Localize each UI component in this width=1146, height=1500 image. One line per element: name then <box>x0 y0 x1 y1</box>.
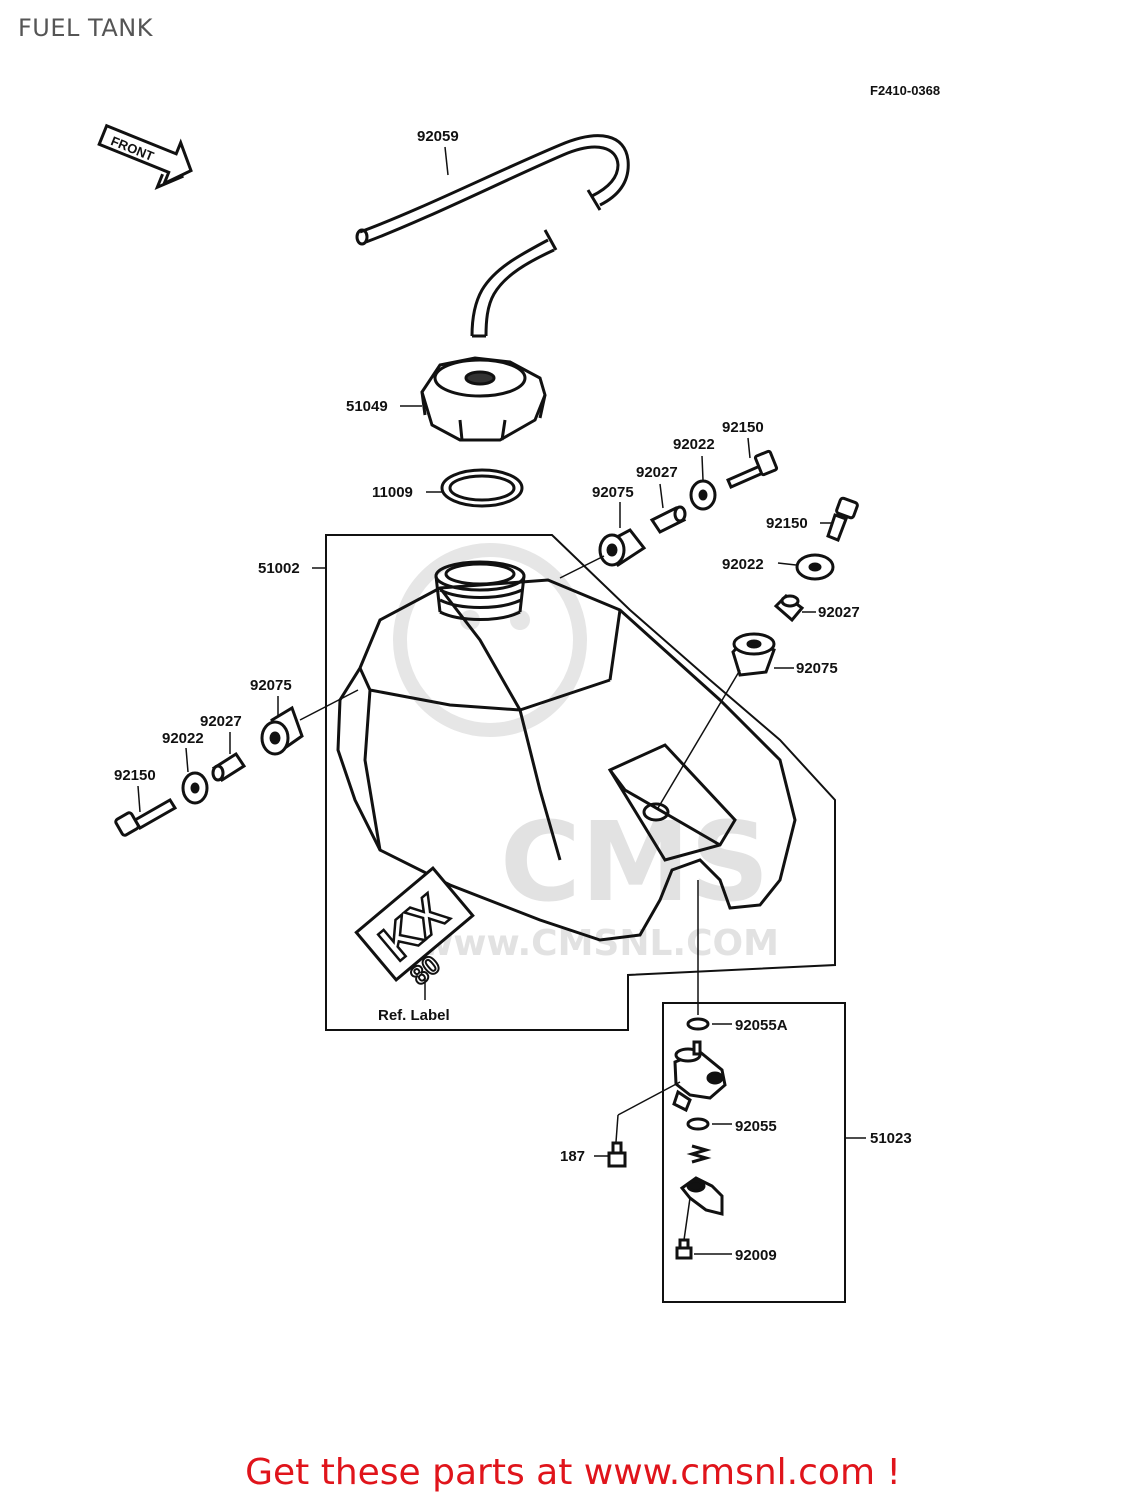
callout-collar-left: 92027 <box>200 713 242 730</box>
screw-92009 <box>675 1238 693 1260</box>
callout-damper-left: 92075 <box>250 677 292 694</box>
callout-oring-top: 92055A <box>735 1017 788 1034</box>
tank-bracket <box>325 534 836 1031</box>
screw-187 <box>607 1141 627 1168</box>
fuel-cock-bracket <box>662 1002 846 1303</box>
callout-oring-mid: 92055 <box>735 1118 777 1135</box>
front-arrow-icon: FRONT <box>97 123 193 190</box>
diagram-code: F2410-0368 <box>870 83 940 98</box>
mount-right-upper <box>598 449 779 568</box>
watermark-url: www.CMSNL.COM <box>420 923 779 964</box>
watermark-brand: CMS <box>500 798 769 926</box>
oring-top <box>686 1017 710 1031</box>
callout-cap: 51049 <box>346 398 388 415</box>
footer-link[interactable]: Get these parts at www.cmsnl.com ! <box>245 1452 901 1493</box>
callout-washer-left: 92022 <box>162 730 204 747</box>
callout-cock-assy: 51023 <box>870 1130 912 1147</box>
fuel-cock <box>672 1040 727 1113</box>
callout-damper-right-upper: 92075 <box>592 484 634 501</box>
callout-tank: 51002 <box>258 560 300 577</box>
fuel-tank-diagram: CMS www.CMSNL.COM F2410-0368 FRONT 92059… <box>97 83 940 1303</box>
callout-cap-gasket: 11009 <box>372 484 413 501</box>
callout-collar-right-upper: 92027 <box>636 464 678 481</box>
ref-label: Ref. Label <box>378 1007 450 1024</box>
callout-damper-right-lower: 92075 <box>796 660 838 677</box>
callout-bolt-left: 92150 <box>114 767 156 784</box>
cap-gasket <box>440 468 524 508</box>
breather-hose <box>355 134 630 338</box>
watermark: CMS www.CMSNL.COM <box>393 543 779 964</box>
callout-screw: 187 <box>560 1148 585 1165</box>
fuel-cap <box>420 356 547 442</box>
callout-bolt-right-upper: 92150 <box>722 419 764 436</box>
fuel-tank <box>336 560 797 942</box>
page-title: FUEL TANK <box>18 14 153 42</box>
mount-right-lower <box>731 496 859 677</box>
callout-washer-right-lower: 92022 <box>722 556 764 573</box>
callout-hose: 92059 <box>417 128 459 145</box>
mount-left <box>114 705 304 837</box>
callout-washer-right-upper: 92022 <box>673 436 715 453</box>
callout-bolt-right-lower: 92150 <box>766 515 808 532</box>
callout-cock-screw: 92009 <box>735 1247 777 1264</box>
oring-mid <box>686 1117 710 1131</box>
callout-collar-right-lower: 92027 <box>818 604 860 621</box>
spring-lever <box>679 1144 724 1216</box>
